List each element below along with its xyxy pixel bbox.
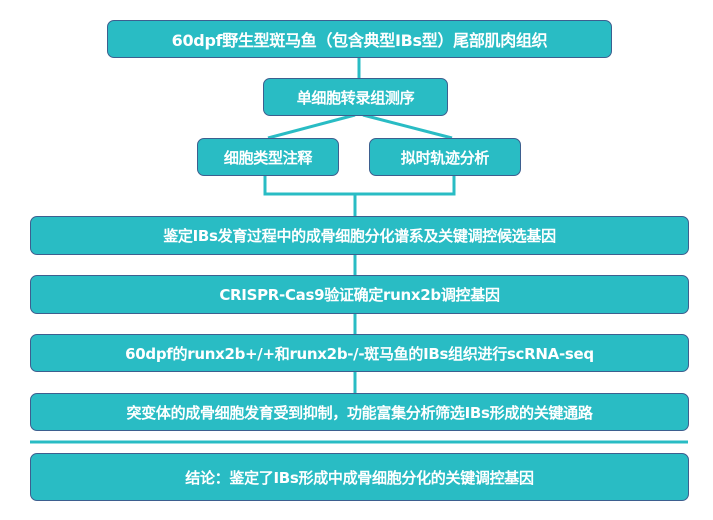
- source-tissue-box: 60dpf野生型斑马鱼（包含典型IBs型）尾部肌肉组织: [107, 20, 612, 58]
- crispr-box: CRISPR-Cas9验证确定runx2b调控基因: [30, 275, 689, 314]
- identify-box: 鉴定IBs发育过程中的成骨细胞分化谱系及关键调控候选基因: [30, 216, 689, 255]
- connector-line: [362, 113, 453, 140]
- annotation-box: 细胞类型注释: [197, 138, 339, 176]
- conclusion-box: 结论：鉴定了IBs形成中成骨细胞分化的关键调控基因: [30, 453, 689, 501]
- bracket-connector: [263, 175, 456, 196]
- connector-line: [267, 113, 356, 140]
- mutant-box: 突变体的成骨细胞发育受到抑制，功能富集分析筛选IBs形成的关键通路: [30, 393, 689, 431]
- scrna-box: 60dpf的runx2b+/+和runx2b-/-斑马鱼的IBs组织进行scRN…: [30, 334, 689, 372]
- sequencing-box: 单细胞转录组测序: [263, 78, 448, 116]
- trajectory-box: 拟时轨迹分析: [369, 138, 521, 176]
